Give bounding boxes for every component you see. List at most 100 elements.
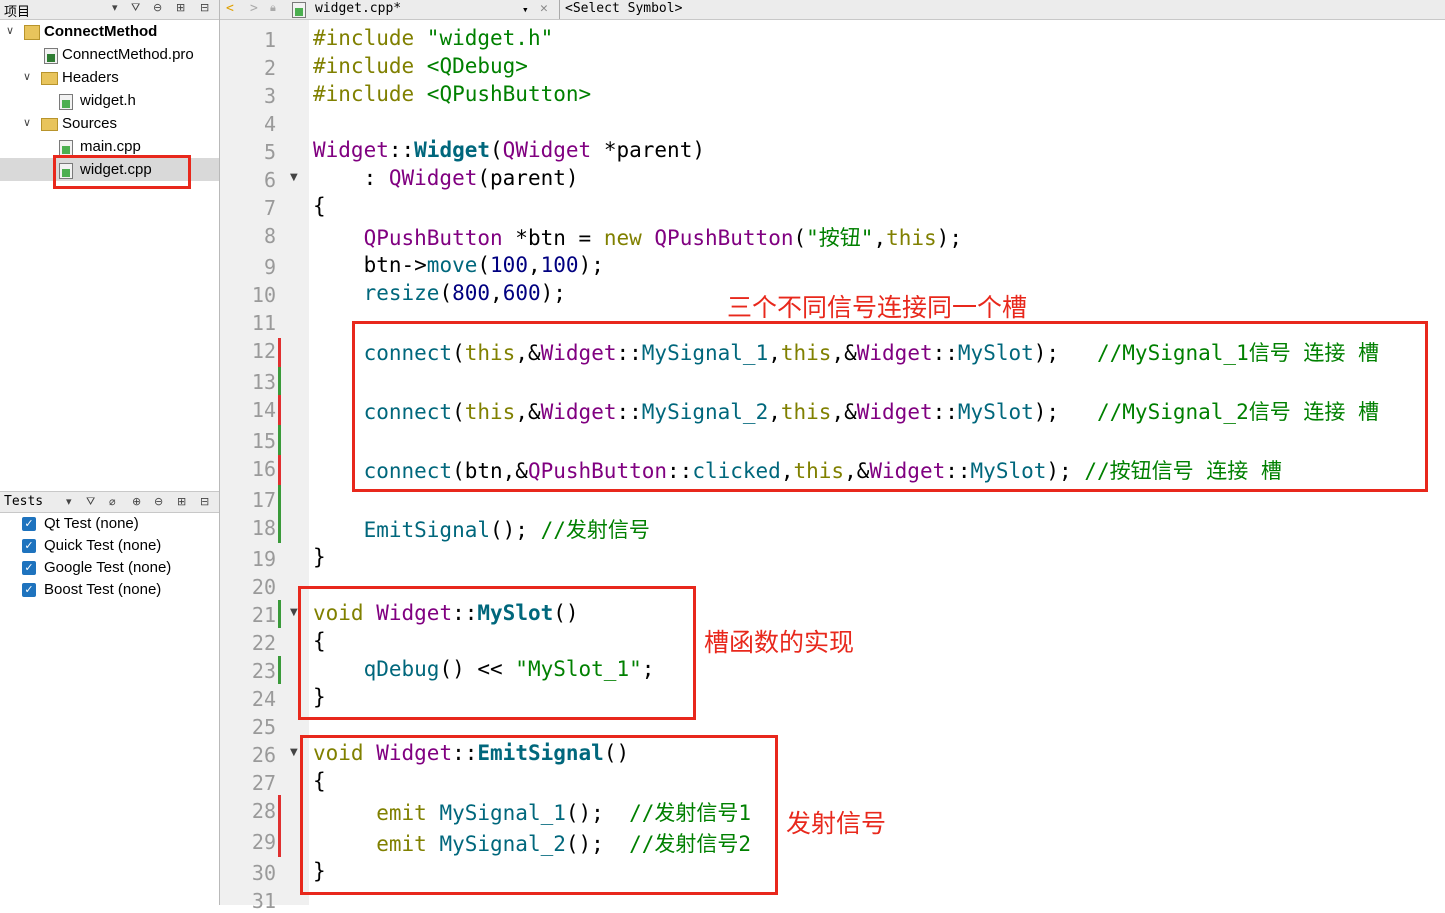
project-panel-header: 项目 ▾ ⛛ ⊖ ⊞ ⊟ <box>0 0 219 20</box>
change-marker-added <box>278 485 281 543</box>
code-line-2: #include <QDebug> <box>313 54 528 78</box>
line-number: 20 <box>251 575 276 599</box>
tree-item-label: ConnectMethod <box>44 23 158 40</box>
code-line-12: connect(this,&Widget::MySignal_1,this,&W… <box>363 341 1379 365</box>
code-line-6: : QWidget(parent) <box>313 166 579 190</box>
dropdown-icon[interactable]: ▾ <box>66 495 72 508</box>
test-item-label: Qt Test (none) <box>44 515 139 532</box>
line-number: 11 <box>251 311 276 335</box>
header-file-icon <box>59 94 73 110</box>
file-tab-name[interactable]: widget.cpp* <box>315 1 402 16</box>
line-number-gutter <box>220 20 309 905</box>
fold-arrow-icon[interactable]: ▼ <box>290 747 298 758</box>
line-number: 26 <box>251 743 276 767</box>
code-line-30: } <box>313 859 326 883</box>
test-item-label: Quick Test (none) <box>44 537 162 554</box>
line-number: 18 <box>251 516 276 540</box>
line-number: 7 <box>263 196 276 220</box>
cpp-file-icon <box>292 2 306 18</box>
checkbox-checked-icon[interactable]: ✓ <box>22 517 36 531</box>
cpp-file-icon <box>59 140 73 156</box>
annotation-slot: 槽函数的实现 <box>704 628 855 657</box>
cpp-file-icon <box>59 163 73 179</box>
chevron-down-icon[interactable]: ∨ <box>6 25 15 37</box>
line-number: 4 <box>263 112 276 136</box>
link-icon[interactable]: ⊖ <box>153 1 163 14</box>
folder-icon <box>41 72 58 85</box>
code-line-24: } <box>313 685 326 709</box>
highlight-box-connect <box>352 321 1428 492</box>
fold-arrow-icon[interactable]: ▼ <box>290 607 298 618</box>
checkbox-checked-icon[interactable]: ✓ <box>22 561 36 575</box>
code-line-27: { <box>313 769 326 793</box>
line-number: 31 <box>251 889 276 913</box>
chevron-down-icon[interactable]: ∨ <box>23 117 32 129</box>
line-number: 30 <box>251 861 276 885</box>
change-marker-added <box>278 600 281 628</box>
highlight-box-widget-cpp <box>53 155 191 189</box>
line-number: 12 <box>251 339 276 363</box>
test-item-label: Boost Test (none) <box>44 581 162 598</box>
collapse-icon[interactable]: ⊖ <box>154 495 164 508</box>
code-line-22: { <box>313 629 326 653</box>
split-icon[interactable]: ⊞ <box>177 495 187 508</box>
line-number: 16 <box>251 457 276 481</box>
tests-panel-header: Tests ▾ ⛛ ⌀ ⊕ ⊖ ⊞ ⊟ <box>0 491 219 513</box>
close-pane-icon[interactable]: ⊟ <box>200 495 210 508</box>
highlight-box-slot <box>298 586 696 720</box>
line-number: 9 <box>263 255 276 279</box>
code-line-18: EmitSignal(); //发射信号 <box>363 518 650 542</box>
code-line-26: void Widget::EmitSignal() <box>313 741 630 765</box>
line-number: 21 <box>251 603 276 627</box>
line-number: 27 <box>251 771 276 795</box>
code-editor[interactable] <box>309 20 1445 905</box>
symbol-selector[interactable]: <Select Symbol> <box>565 1 683 16</box>
line-number: 22 <box>251 631 276 655</box>
line-number: 1 <box>263 28 276 52</box>
checkbox-checked-icon[interactable]: ✓ <box>22 583 36 597</box>
change-marker-modified <box>278 395 281 425</box>
tree-item-label: Headers <box>62 69 119 86</box>
line-number: 6 <box>263 168 276 192</box>
dropdown-icon[interactable]: ▾ <box>112 1 118 14</box>
change-marker-modified <box>278 455 281 485</box>
line-number: 19 <box>251 547 276 571</box>
code-line-5: Widget::Widget(QWidget *parent) <box>313 138 705 162</box>
fold-arrow-icon[interactable]: ▼ <box>290 172 298 183</box>
code-line-1: #include "widget.h" <box>313 26 554 50</box>
toolbar-divider <box>559 0 560 19</box>
line-number: 23 <box>251 659 276 683</box>
change-marker-added <box>278 367 281 395</box>
lock-icon: 🔒︎ <box>270 1 276 14</box>
line-number: 15 <box>251 429 276 453</box>
split-icon[interactable]: ⊞ <box>176 1 186 14</box>
back-arrow-icon[interactable]: < <box>226 1 234 16</box>
highlight-box-emit <box>300 735 778 895</box>
line-number: 17 <box>251 488 276 512</box>
expand-icon[interactable]: ⊕ <box>132 495 142 508</box>
close-pane-icon[interactable]: ⊟ <box>200 1 210 14</box>
tree-item-label: main.cpp <box>80 138 141 155</box>
file-dropdown-icon[interactable]: ▾ <box>522 3 529 16</box>
project-panel: 项目 ▾ ⛛ ⊖ ⊞ ⊟ ∨ ConnectMethod ConnectMeth… <box>0 0 220 905</box>
line-number: 13 <box>251 370 276 394</box>
test-item-label: Google Test (none) <box>44 559 172 576</box>
change-marker-added <box>278 656 281 684</box>
filter-icon[interactable]: ⛛ <box>131 1 141 14</box>
code-line-8: QPushButton *btn = new QPushButton("按钮",… <box>363 226 962 250</box>
line-number: 24 <box>251 687 276 711</box>
line-number: 25 <box>251 715 276 739</box>
close-file-icon[interactable]: ✕ <box>540 1 548 16</box>
chevron-down-icon[interactable]: ∨ <box>23 71 32 83</box>
line-number: 2 <box>263 56 276 80</box>
change-marker-modified <box>278 338 281 367</box>
run-icon[interactable]: ⌀ <box>109 495 116 508</box>
code-line-10: resize(800,600); <box>363 281 566 305</box>
change-marker-modified <box>278 795 281 857</box>
filter-icon[interactable]: ⛛ <box>86 495 96 508</box>
project-panel-title: 项目 <box>4 5 31 20</box>
forward-arrow-icon[interactable]: > <box>250 1 258 16</box>
folder-icon <box>41 118 58 131</box>
checkbox-checked-icon[interactable]: ✓ <box>22 539 36 553</box>
line-number: 3 <box>263 84 276 108</box>
